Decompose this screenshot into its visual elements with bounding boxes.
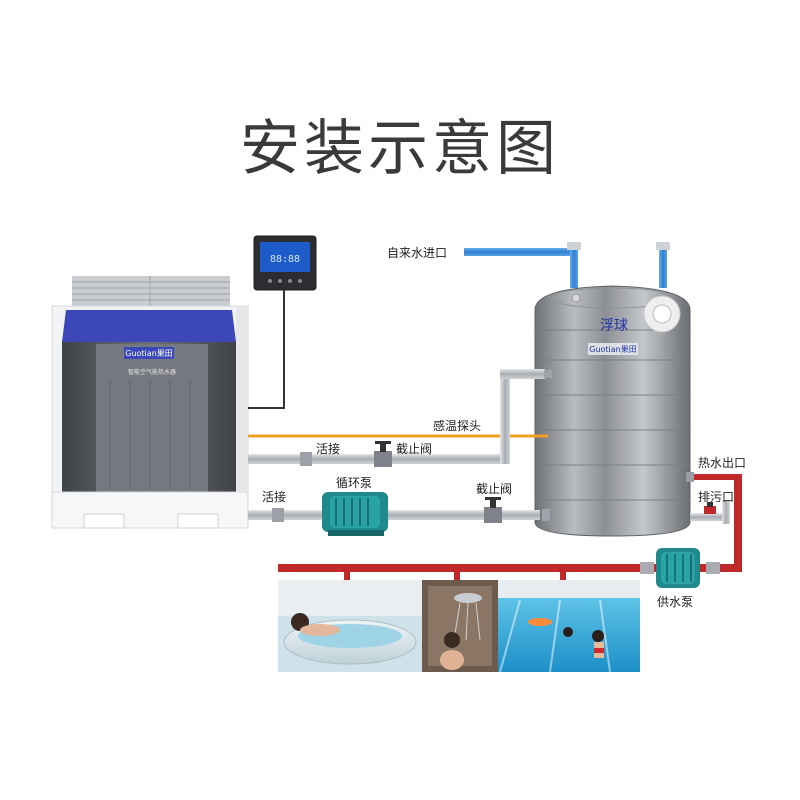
usage-photo-bathtub: [278, 580, 422, 672]
unit-logo: Guotian果田: [125, 349, 173, 358]
stop-valve-lower-label: 截止阀: [476, 482, 512, 496]
heat-pump-unit: Guotian果田 智能空气能热水器: [51, 276, 249, 529]
union-lower-icon: [272, 508, 284, 522]
tank-logo: Guotian果田: [589, 345, 637, 354]
circulation-pump-label: 循环泵: [336, 476, 372, 490]
water-tank: Guotian果田: [534, 285, 691, 537]
supply-pump-label: 供水泵: [657, 595, 693, 609]
tap-water-inlet-label: 自来水进口: [387, 246, 447, 260]
circulation-pump-icon: [322, 492, 388, 536]
unit-logo-badge: [124, 347, 174, 359]
usage-photo-pool: [498, 580, 640, 673]
controller-cable: [248, 290, 285, 409]
temp-probe-label: 感温探头: [433, 418, 481, 433]
page-title: 安装示意图: [240, 114, 560, 184]
hot-water-outlet-label: 热水出口: [698, 456, 746, 470]
union-lower-label: 活接: [262, 489, 286, 504]
tank-logo-badge: [588, 343, 638, 355]
drain-outlet: [690, 500, 730, 524]
upper-return-pipe: [248, 369, 552, 467]
supply-pump-icon: [656, 548, 700, 588]
stop-valve-upper-label: 截止阀: [396, 442, 432, 456]
union-upper-icon: [300, 452, 312, 466]
stop-valve-lower-icon: [484, 507, 502, 523]
lower-circulation-pipe: [248, 497, 550, 523]
usage-photo-shower: [422, 580, 498, 672]
drain-outlet-label: 排污口: [698, 490, 734, 504]
supply-line: [278, 562, 742, 580]
float-ball-label: 浮球: [600, 318, 628, 334]
svg-text:88:88: 88:88: [270, 254, 300, 265]
wired-controller: 88:88: [253, 235, 317, 291]
unit-blue-band: [62, 310, 236, 342]
unit-subtitle: 智能空气能热水器: [128, 368, 176, 376]
stop-valve-upper-icon: [374, 451, 392, 467]
union-upper-label: 活接: [316, 441, 340, 456]
hot-water-outlet-pipe: [686, 472, 742, 572]
tap-water-pipe: [464, 242, 670, 288]
